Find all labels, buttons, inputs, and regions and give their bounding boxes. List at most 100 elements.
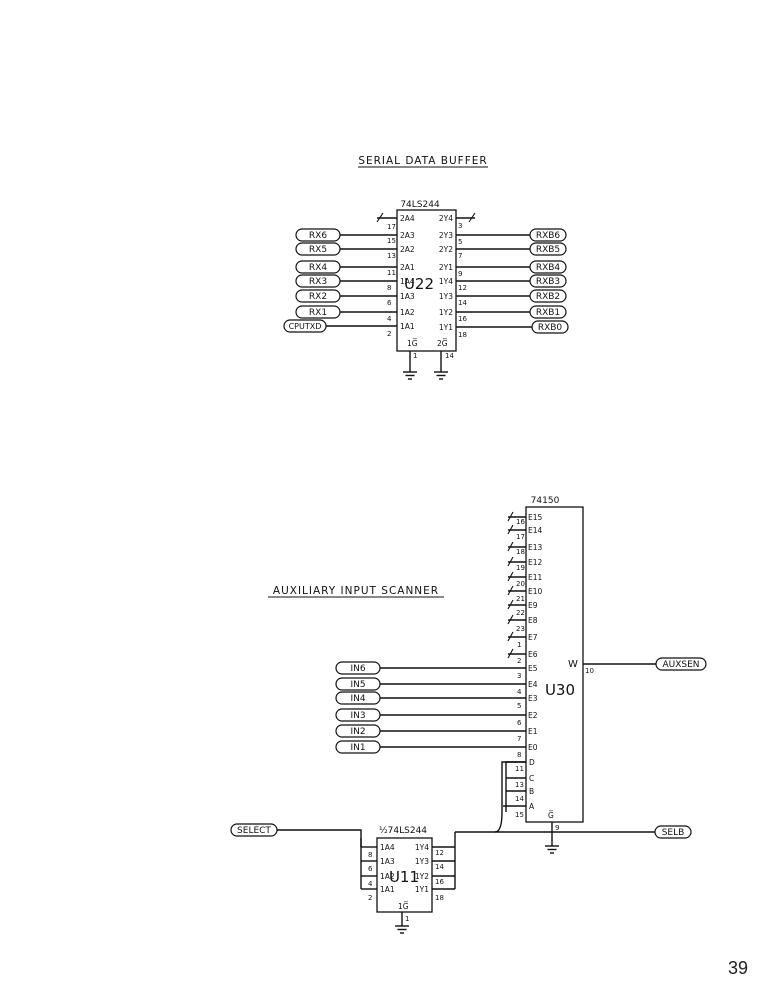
u22-pin-number: 12 — [458, 284, 467, 292]
u22-pin-label: 2A3 — [400, 231, 415, 240]
u30-pin-label: E0 — [528, 743, 538, 752]
net-tag-rxb4 — [529, 260, 567, 274]
u22-pin-number: 2 — [387, 330, 391, 338]
u30-strobe: G̅ 9 SELB — [455, 811, 692, 854]
u30-pin-label: E5 — [528, 664, 538, 673]
net-tag-label: SELB — [662, 828, 685, 838]
net-tag-label: RXB6 — [536, 231, 561, 241]
u22-pin-number: 15 — [387, 237, 396, 245]
u11-pin-label: 1A2 — [380, 872, 395, 881]
net-tag-rxb0 — [531, 320, 569, 334]
u30-pin-number: 6 — [517, 719, 522, 727]
u22-pin-label: 2A2 — [400, 245, 415, 254]
net-tag-label: RXB3 — [536, 277, 560, 287]
net-tag-in1 — [335, 740, 381, 754]
u30-select-inputs: D C B A 11 13 14 15 — [494, 758, 535, 833]
u22-pin-label: 1Y3 — [439, 292, 453, 301]
u30-pin-label: D — [529, 758, 535, 767]
u11-pin-label: 1Y2 — [415, 872, 429, 881]
u30-part-number: 74150 — [531, 496, 560, 506]
u30-pin-number: 8 — [517, 751, 521, 759]
u22-pin-number: 9 — [458, 270, 462, 278]
net-tag-label: IN4 — [350, 694, 365, 704]
unused-mark — [507, 541, 514, 552]
net-tag-label: RXB1 — [536, 308, 560, 318]
serial-data-buffer: SERIAL DATA BUFFER 74LS244 U22 2A4 17 2A… — [283, 155, 569, 380]
u30-pin-number: 11 — [515, 765, 524, 773]
u30-pin-number: 4 — [517, 688, 522, 696]
u22-pin-label: 1A1 — [400, 322, 415, 331]
u22-enable-label: 2G̅ — [437, 339, 448, 348]
u11-chip-body — [376, 837, 433, 913]
net-tag-label: RX3 — [309, 277, 327, 287]
net-tag-in3 — [335, 708, 381, 722]
u30-pin-number: 2 — [517, 657, 521, 665]
u30-pin-label: E9 — [528, 601, 538, 610]
u11-pin-number: 4 — [368, 880, 373, 888]
net-tag-rx6 — [295, 228, 341, 242]
net-tag-in4 — [335, 691, 381, 705]
u30-pin-number: 18 — [516, 548, 525, 556]
unused-mark — [507, 556, 514, 567]
net-tag-selb — [654, 825, 692, 839]
u30-pin-label: E6 — [528, 650, 538, 659]
u30-strobe-label: G̅ — [548, 811, 554, 820]
unused-mark — [507, 599, 514, 610]
u22-pin-number: 13 — [387, 252, 396, 260]
net-tag-label: RXB0 — [538, 323, 563, 333]
u11-pin-number: 1 — [405, 915, 409, 923]
u22-pin-label: 1A2 — [400, 308, 415, 317]
u22-right-pins: 2Y4 3 2Y3 5 2Y2 7 2Y1 9 1Y4 12 1Y3 14 1Y… — [439, 212, 532, 339]
u22-input-net-tags: RX6 RX5 RX4 RX3 RX2 RX1 CPUTXD — [283, 228, 341, 333]
u11-pin-label: 1A1 — [380, 885, 395, 894]
u30-pin-label: C — [529, 774, 534, 783]
u11-pin-number: 12 — [435, 849, 444, 857]
ground-symbol — [403, 371, 417, 380]
u30-pin-number: 19 — [516, 564, 525, 572]
u30-used-inputs: 3 4 5 6 7 8 IN6 IN5 IN4 IN3 IN2 IN1 — [335, 661, 526, 759]
u22-pin-label: 1Y2 — [439, 308, 453, 317]
u22-pin-label: 1A4 — [400, 277, 415, 286]
u30-pin-number: 10 — [585, 667, 594, 675]
u11-enable-ground: 1G̅ 1 — [395, 902, 409, 934]
u30-pin-number: 20 — [516, 580, 525, 588]
select-wire — [277, 829, 362, 847]
unused-mark — [507, 614, 514, 625]
net-tag-cputxd — [283, 319, 327, 333]
u22-part-number: 74LS244 — [400, 200, 440, 210]
net-tag-label: IN1 — [350, 743, 365, 753]
u11-part-number: ½74LS244 — [379, 826, 427, 836]
ground-symbol — [545, 845, 559, 854]
net-tag-label: AUXSEN — [662, 660, 699, 670]
u22-pin-2a4-unused-mark — [376, 212, 384, 223]
unused-mark — [507, 585, 514, 596]
u30-pin-number: 5 — [517, 702, 521, 710]
net-tag-rx4 — [295, 260, 341, 274]
net-tag-rx3 — [295, 274, 341, 288]
net-tag-label: IN5 — [350, 680, 365, 690]
net-tag-rxb6 — [529, 228, 567, 242]
u30-pin-number: 21 — [516, 595, 525, 603]
u11-pin-number: 18 — [435, 894, 444, 902]
net-tag-label: IN3 — [350, 711, 365, 721]
u30-pin-label: E7 — [528, 633, 538, 642]
u30-pin-number: 1 — [517, 641, 521, 649]
net-tag-label: SELECT — [237, 826, 271, 836]
u30-pin-number: 15 — [515, 811, 524, 819]
u22-pin-number: 5 — [458, 238, 462, 246]
u30-pin-label: E12 — [528, 558, 543, 567]
u22-pin-label: 2A4 — [400, 214, 415, 223]
u11-pin-number: 8 — [368, 851, 372, 859]
u11-pin-label: 1A3 — [380, 857, 395, 866]
u22-pin-2y4-unused-mark — [468, 212, 476, 223]
net-tag-rx2 — [295, 289, 341, 303]
u30-unused-inputs: 16 17 18 19 20 21 22 23 1 — [507, 511, 526, 665]
u30-pin-label: E15 — [528, 513, 543, 522]
net-tag-label: RX2 — [309, 292, 327, 302]
u11-reference: U11 — [389, 868, 419, 886]
unused-mark — [507, 571, 514, 582]
u30-data-pins: E15 E14 E13 E12 E11 E10 E9 E8 E7 E6 E5 E… — [528, 513, 543, 752]
u22-pin-label: 2Y1 — [439, 263, 453, 272]
u22-pin-number: 16 — [458, 315, 467, 323]
